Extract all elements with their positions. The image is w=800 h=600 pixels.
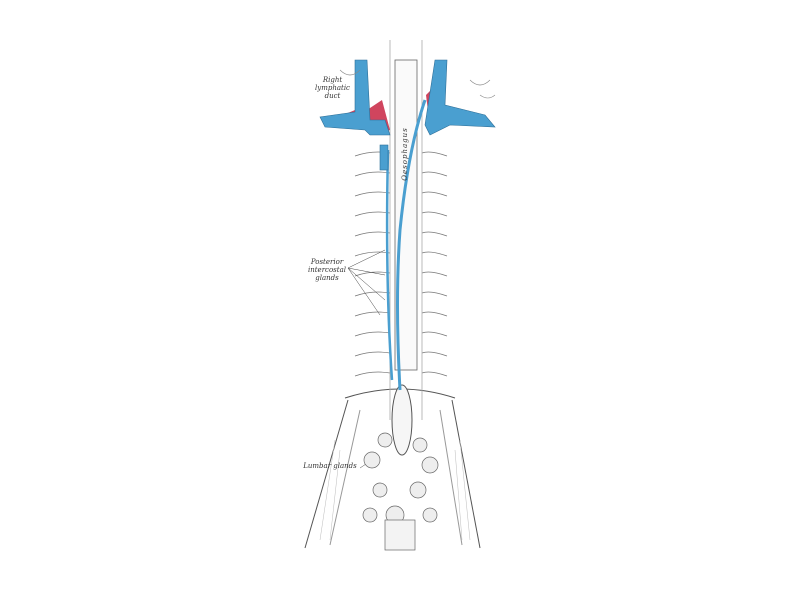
cisterna-chyli <box>391 384 413 456</box>
label-lumbar-glands: Lumbar glands <box>303 462 357 470</box>
label-posterior-intercostal-glands: Posterior intercostal glands <box>308 258 347 282</box>
rib-right <box>354 171 391 177</box>
rib-right <box>354 251 391 257</box>
rib-right <box>354 231 391 237</box>
ribs <box>347 151 448 469</box>
label-right-lymphatic-duct: Right lymphatic duct <box>315 76 350 100</box>
lumbar-glands <box>362 432 439 551</box>
label-leader-lines <box>347 249 386 469</box>
rib-right <box>354 211 391 217</box>
thoracic-duct <box>385 99 427 391</box>
rib-right <box>354 351 391 357</box>
rib-left <box>421 211 448 217</box>
psoas-muscles <box>319 439 471 541</box>
rib-left <box>421 171 448 177</box>
rib-left <box>421 251 448 257</box>
rib-left <box>421 191 448 197</box>
label-oesophagus: Oesophagus <box>401 127 409 181</box>
neck-structures <box>339 69 496 99</box>
rib-left <box>421 151 448 157</box>
rib-left <box>421 271 448 277</box>
rib-right <box>354 311 391 317</box>
oesophagus <box>389 40 423 420</box>
rib-left <box>421 351 448 357</box>
rib-left <box>421 311 448 317</box>
veins <box>319 59 496 171</box>
rib-right <box>354 371 391 377</box>
rib-left <box>421 371 448 377</box>
rib-right <box>354 191 391 197</box>
rib-left <box>421 231 448 237</box>
rib-right <box>354 331 391 337</box>
rib-left <box>421 331 448 337</box>
rib-right <box>354 291 391 297</box>
rib-left <box>421 291 448 297</box>
